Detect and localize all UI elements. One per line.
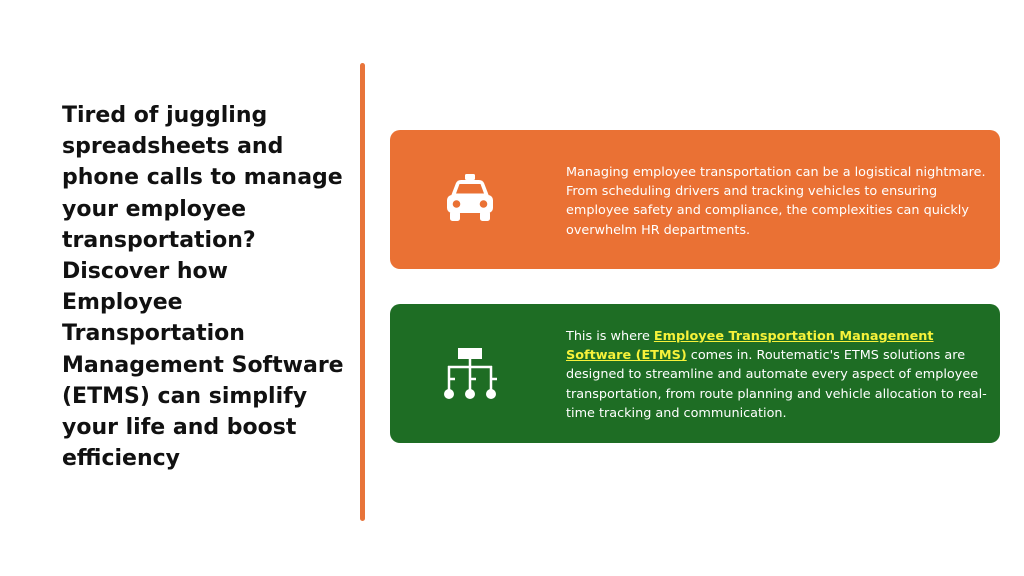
card-description: Managing employee transportation can be … xyxy=(566,165,986,238)
vertical-divider xyxy=(360,63,365,521)
hierarchy-icon xyxy=(444,348,497,399)
etms-link[interactable]: Employee Transportation Management Softw… xyxy=(566,329,934,364)
text-after-link: comes in. Routematic's ETMS solutions ar… xyxy=(566,348,987,421)
page-headline: Tired of juggling spreadsheets and phone… xyxy=(62,103,344,472)
info-card-solution: This is where Employee Transportation Ma… xyxy=(390,304,1000,443)
info-card-challenge: Managing employee transportation can be … xyxy=(390,130,1000,269)
card-description: This is where Employee Transportation Ma… xyxy=(566,327,990,423)
car-icon xyxy=(447,174,493,221)
text-before-link: This is where xyxy=(566,329,654,344)
